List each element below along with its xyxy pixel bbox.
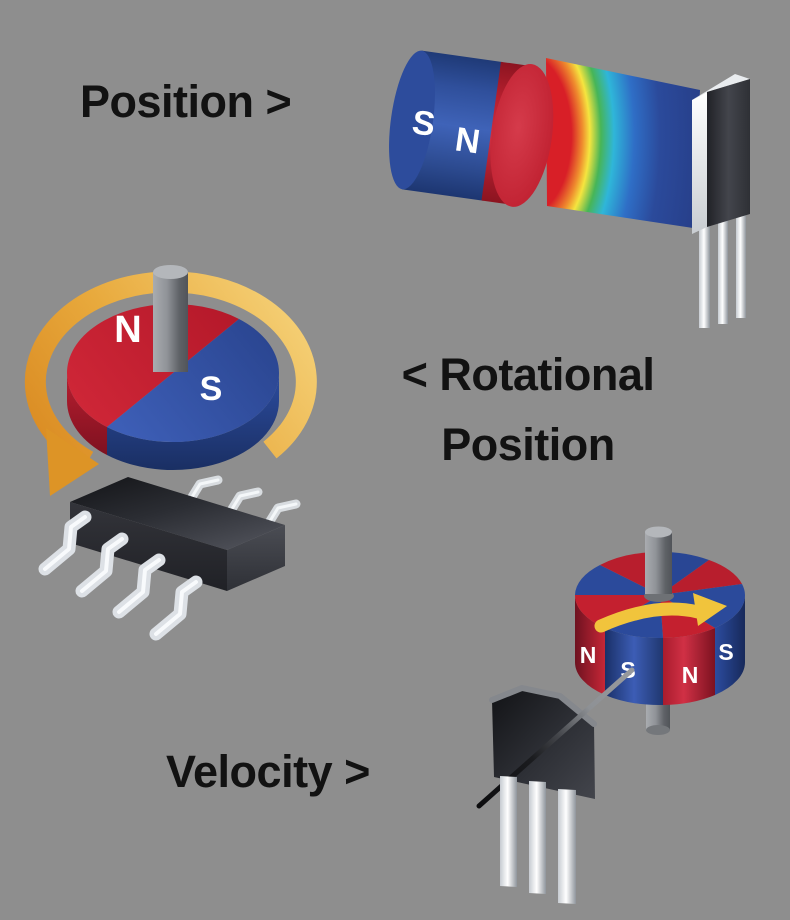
chip-back-pin: [270, 504, 296, 521]
sensor-top-bevel: [692, 74, 750, 100]
caption-rotational-line2: Position: [441, 419, 615, 470]
shaft-body: [153, 272, 188, 372]
velocity-sensor-assembly: [476, 667, 635, 904]
chip-gullwing-pin: [119, 560, 159, 612]
sensor-front-edge: [692, 92, 707, 234]
rotational-position-assembly: N S: [24, 265, 317, 644]
arrowhead: [693, 593, 727, 626]
caption-rotational-line1: < Rotational: [401, 349, 655, 400]
ring-pole-label-4: S: [718, 639, 733, 665]
caption-position: Position >: [80, 76, 292, 127]
disc-south-half: [107, 319, 280, 443]
linear-position-assembly: S N: [389, 50, 750, 328]
sensor-body: [707, 79, 750, 227]
sensor-pin: [699, 224, 710, 328]
rotary-shaft: [153, 265, 188, 372]
ring-wall-n1: [574, 595, 605, 695]
chip-right-face: [227, 525, 285, 591]
chip-front-face: [70, 502, 227, 591]
wedge-blue: [575, 565, 660, 595]
sensor-pin: [529, 781, 546, 894]
caption-rotational-position: < Rotational Position: [358, 340, 698, 480]
soic-chip: [45, 477, 296, 634]
ring-wall-s1: [605, 628, 663, 706]
ring-wall-s2: [715, 595, 746, 695]
linear-magnet-s-label: S: [410, 103, 438, 144]
disc-north-wall: [67, 373, 107, 455]
chip-back-pin: [192, 480, 218, 497]
chip-back-pin: [232, 492, 258, 509]
disc-magnet: [66, 303, 280, 471]
wedge-red: [574, 595, 660, 628]
disc-north-half: [66, 303, 240, 427]
magnet-left-cap: [389, 50, 435, 190]
linear-bar-magnet: S N: [389, 50, 554, 207]
sensor-pin: [500, 776, 517, 887]
shaft-top-cap: [645, 526, 672, 538]
ring-pole-label-3: N: [682, 662, 699, 688]
sensor-pin: [736, 215, 746, 318]
linear-hall-sensor: [692, 74, 750, 328]
wedge-blue: [660, 584, 745, 595]
velocity-rotation-arrow: [594, 593, 727, 633]
sensor-pin: [718, 220, 728, 324]
shaft-body: [645, 532, 672, 594]
disc-s-label: S: [200, 370, 223, 408]
shaft-top-cap: [153, 265, 188, 279]
rotation-arrow-tail: [263, 425, 297, 459]
linear-magnet-n-label: N: [453, 120, 483, 161]
disc-n-label: N: [114, 309, 141, 351]
disc-south-wall: [107, 373, 279, 471]
sensor-pin: [558, 789, 576, 904]
chip-gullwing-pin: [156, 582, 196, 634]
magnet-north-face: [490, 64, 554, 207]
ring-wall-n2: [663, 628, 715, 705]
arrow-band: [594, 602, 705, 633]
ring-magnet-assembly: N S N S: [574, 526, 746, 735]
wedge-red: [660, 560, 742, 595]
caption-velocity: Velocity >: [166, 746, 370, 797]
ring-shaft-top: [644, 526, 674, 602]
chip-top-face: [70, 477, 285, 550]
rotation-arrowhead: [46, 428, 99, 496]
field-gradient-plane: [546, 58, 700, 228]
shaft-bottom-cap: [646, 725, 670, 735]
ring-pole-label-1: N: [580, 642, 597, 668]
velocity-sensor-pins: [500, 776, 576, 904]
sensor-top-bevel: [489, 685, 597, 727]
